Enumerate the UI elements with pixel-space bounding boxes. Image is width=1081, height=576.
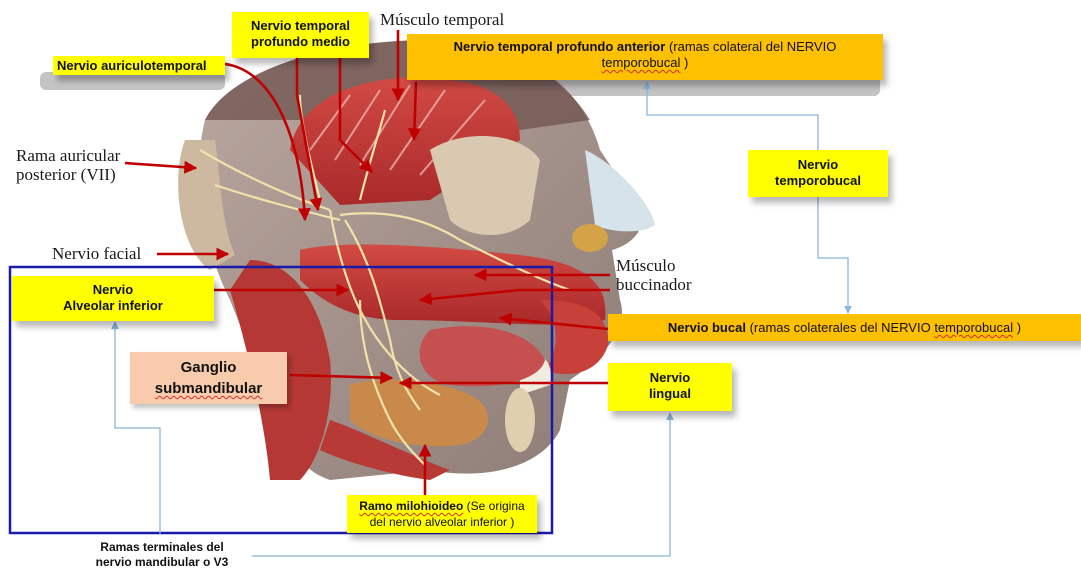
label-nervio-bucal: Nervio bucal (ramas colaterales del NERV…	[608, 314, 1081, 341]
label-ramas-terminales: Ramas terminales del nervio mandibular o…	[72, 540, 252, 570]
label-ganglio-submandibular: Ganglio submandibular	[130, 352, 287, 404]
label-nervio-facial: Nervio facial	[52, 244, 162, 263]
label-nervio-temporal-profundo-anterior: Nervio temporal profundo anterior (ramas…	[407, 34, 883, 80]
nose-fat	[572, 224, 608, 252]
label-ramo-milohioideo: Ramo milohioideo (Se origina del nervio …	[347, 495, 537, 533]
nose	[585, 150, 655, 231]
label-nervio-alveolar-inferior: Nervio Alveolar inferior	[12, 276, 214, 321]
label-nervio-temporal-profundo-medio: Nervio temporal profundo medio	[232, 12, 369, 58]
label-nervio-auriculotemporal: Nervio auriculotemporal	[53, 56, 225, 75]
label-nervio-lingual: Nervio lingual	[608, 363, 732, 411]
label-musculo-temporal: Músculo temporal	[380, 10, 540, 29]
label-musculo-buccinador: Músculo buccinador	[616, 256, 726, 294]
label-rama-auricular-posterior: Rama auricular posterior (VII)	[16, 146, 176, 184]
label-nervio-temporobucal: Nervio temporobucal	[748, 150, 888, 197]
hyoid-bone	[505, 388, 535, 452]
